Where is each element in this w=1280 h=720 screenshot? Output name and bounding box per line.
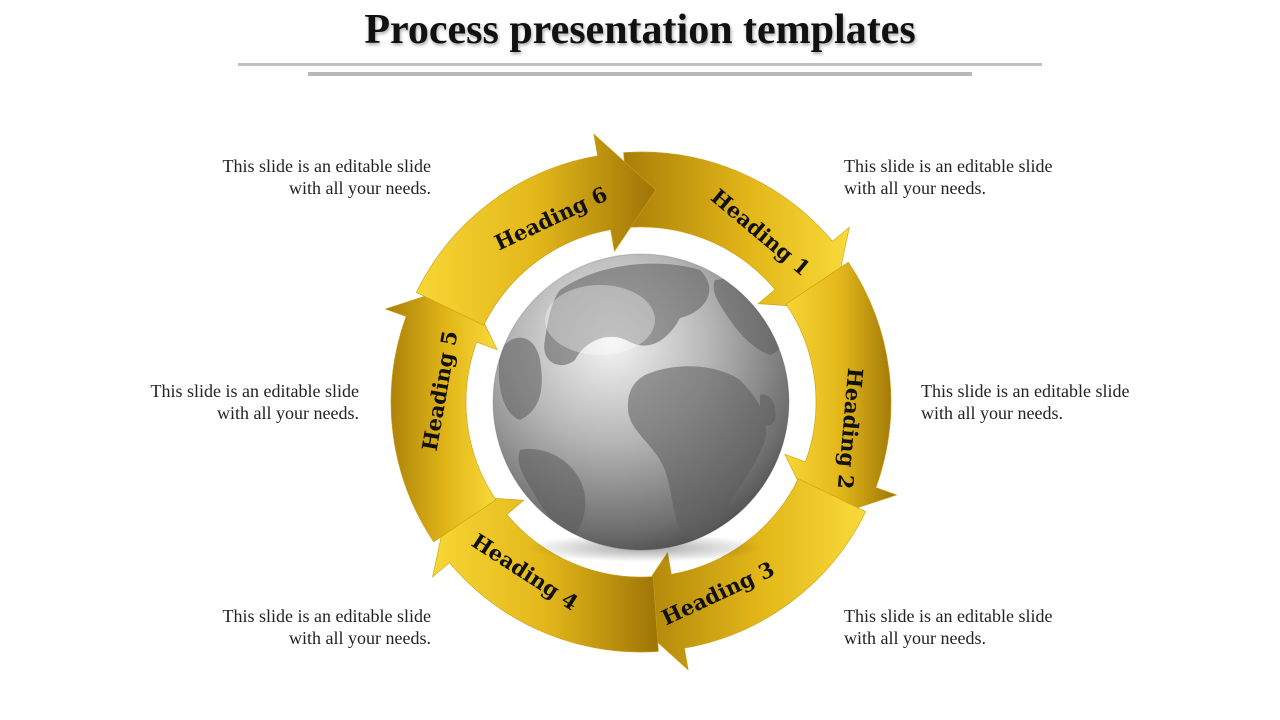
- title-divider-bottom: [308, 72, 972, 76]
- globe-icon: [492, 253, 790, 562]
- title-divider-top: [238, 63, 1042, 66]
- arrow-heading-3: [625, 478, 867, 671]
- arrow-heading-2: [784, 261, 898, 522]
- cycle-arrows: [384, 133, 898, 671]
- arrow-heading-5: [384, 282, 498, 543]
- page-title: Process presentation templates: [364, 7, 916, 53]
- arrow-heading-4: [432, 494, 659, 653]
- arrow-heading-1: [623, 151, 850, 310]
- arrow-heading-6: [415, 133, 657, 326]
